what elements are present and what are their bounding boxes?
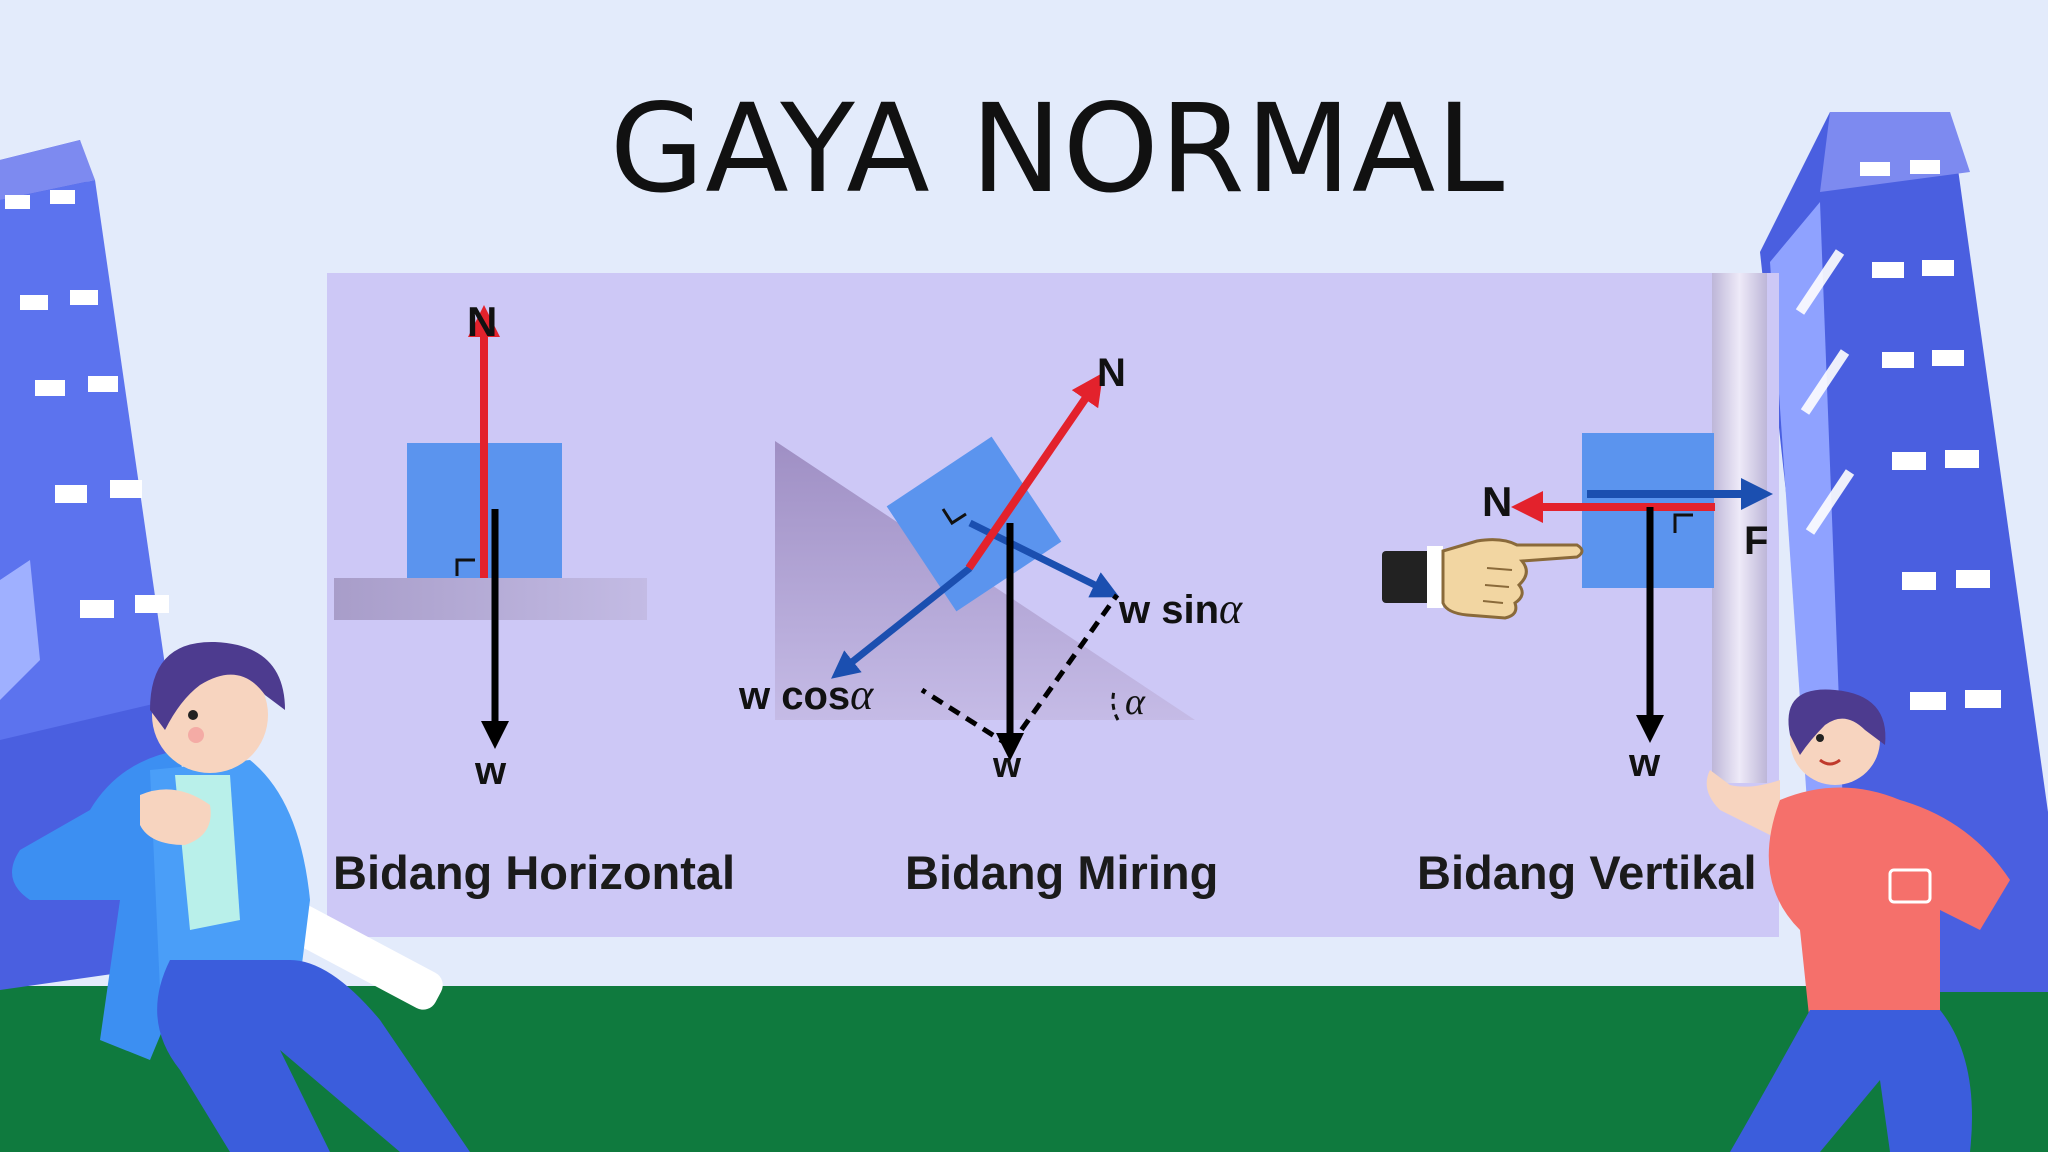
pointing-hand-icon [1382, 538, 1584, 620]
right-angle-mark [1673, 513, 1693, 533]
incline-w-cos-label: w cosα [739, 670, 874, 719]
diagram-canvas [334, 273, 1773, 783]
wall [1712, 273, 1767, 783]
angle-arc [1111, 690, 1120, 721]
caption-vertical: Bidang Vertikal [1417, 846, 1757, 899]
vertical-weight-label: w [1629, 741, 1661, 785]
right-angle-mark [455, 558, 475, 576]
inclined-plane-diagram [775, 372, 1195, 761]
incline-weight-label: w [993, 744, 1022, 785]
vertical-normal-label: N [1482, 478, 1513, 525]
caption-incline: Bidang Miring [905, 846, 1219, 899]
incline-angle-label: α [1125, 681, 1145, 723]
right-angle-mark [941, 508, 967, 526]
caption-horizontal: Bidang Horizontal [333, 846, 736, 899]
dashed-line [1007, 593, 1120, 748]
incline-w-sin-label: w sinα [1119, 584, 1243, 633]
person-left-icon [12, 641, 470, 1152]
normal-force-arrow [965, 372, 1104, 571]
horizontal-weight-label: w [475, 749, 507, 793]
dashed-line [920, 687, 1012, 749]
floor-slab [334, 578, 647, 620]
horizontal-plane-diagram [334, 305, 647, 749]
slide-title: GAYA NORMAL [609, 78, 1506, 220]
w-cos-component-arrow [831, 565, 973, 679]
normal-force-diagram-panel: N w N w sinα w cosα w α N F w Bidang Hor… [327, 273, 1779, 937]
horizontal-normal-label: N [467, 298, 498, 345]
vertical-force-label: F [1744, 519, 1769, 563]
person-right-icon [1706, 689, 2010, 1152]
vertical-plane-diagram [1382, 273, 1773, 783]
incline-normal-label: N [1097, 351, 1126, 395]
